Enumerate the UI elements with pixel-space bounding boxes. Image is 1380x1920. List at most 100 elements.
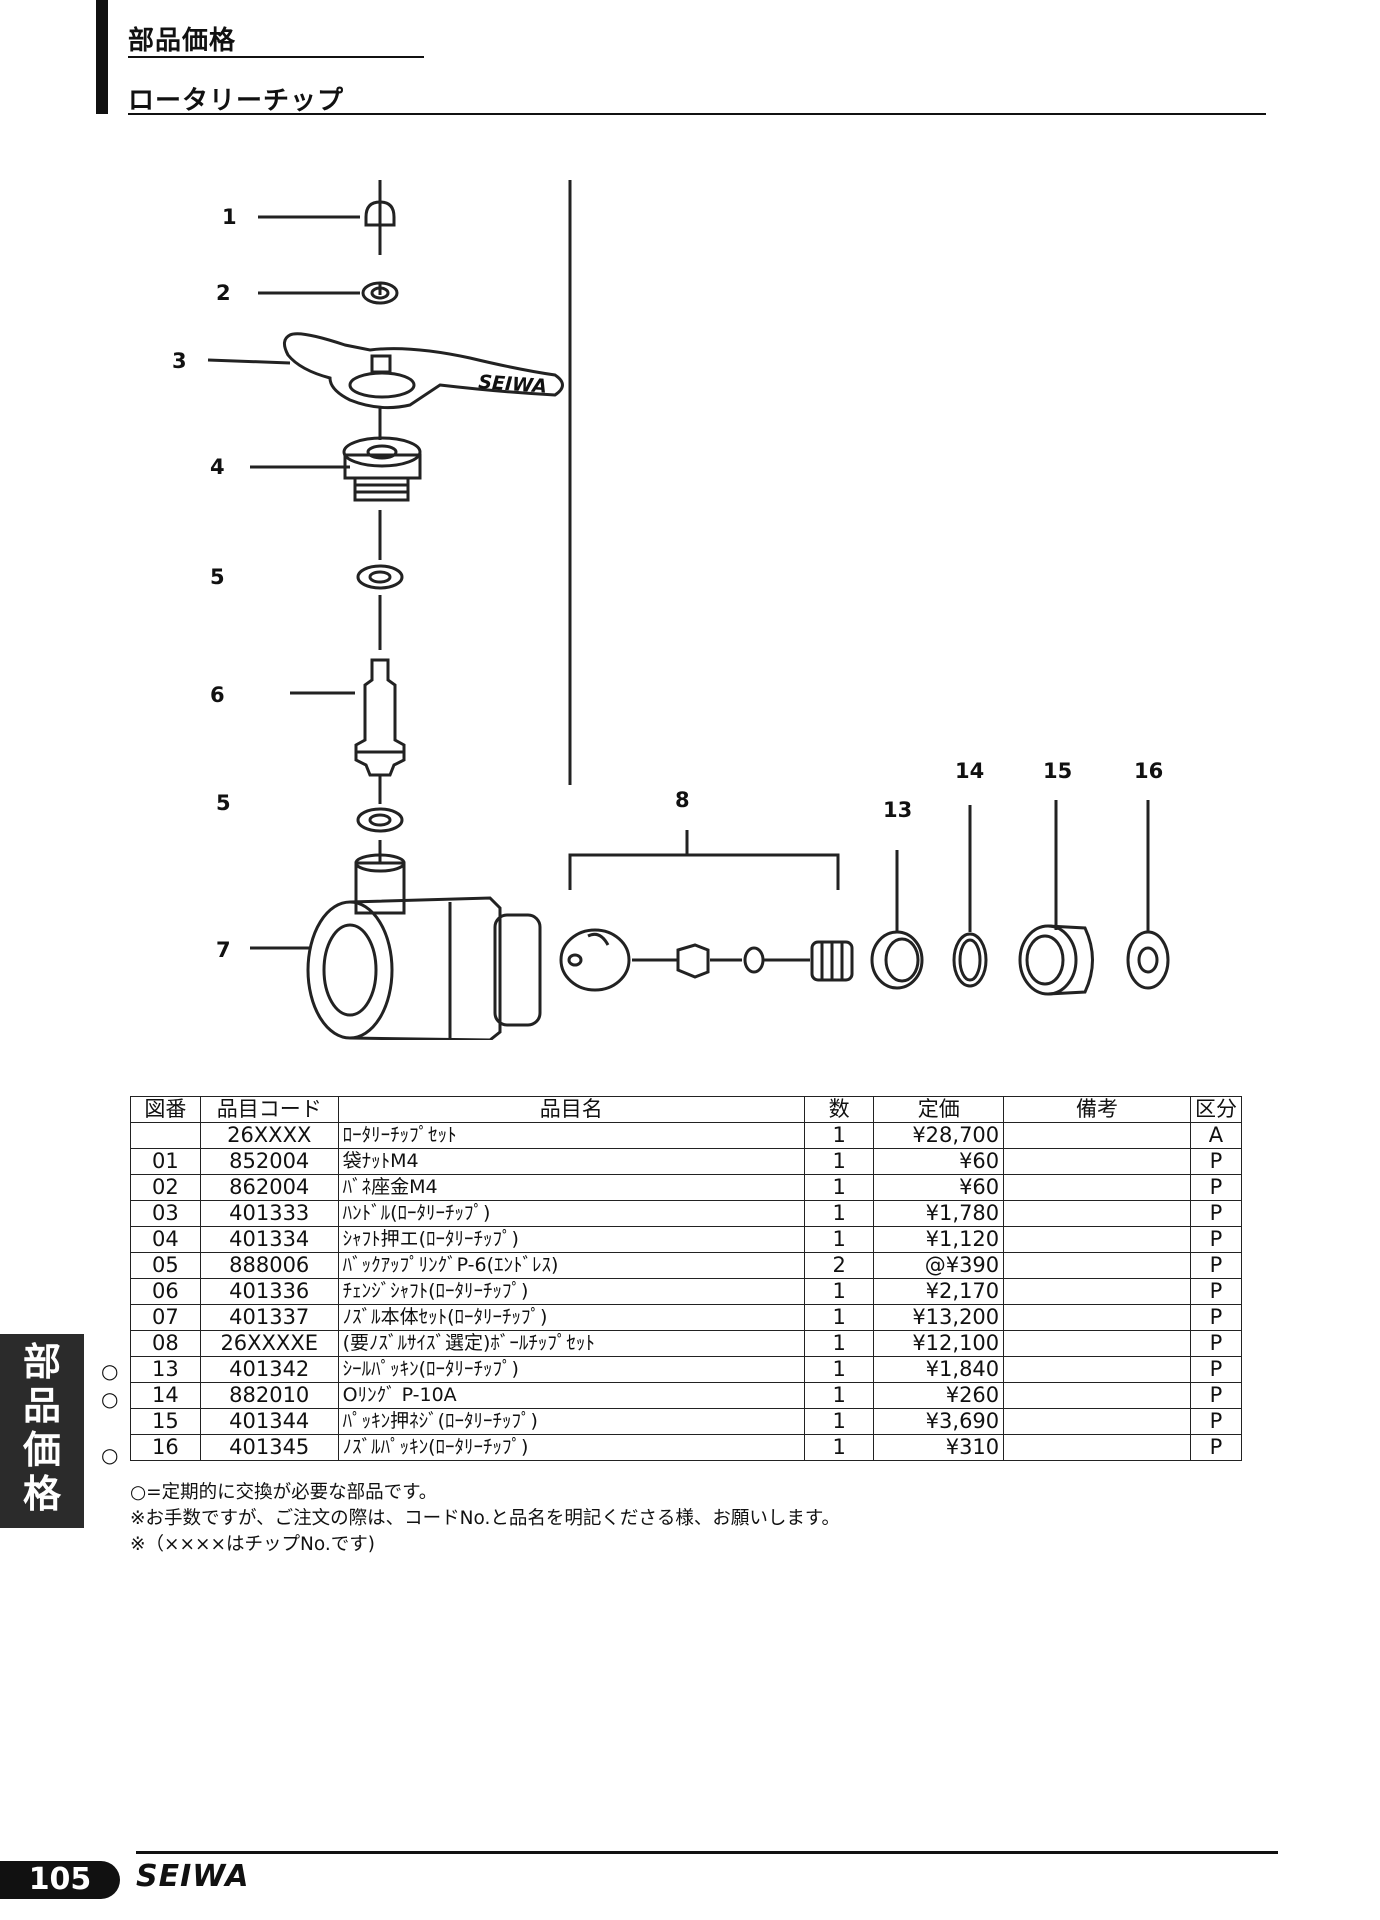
cell-name: ﾊﾞｯｸｱｯﾌﾟﾘﾝｸﾞP-6(ｴﾝﾄﾞﾚｽ) (337, 1252, 805, 1279)
cell-name: ﾉｽﾞﾙ本体ｾｯﾄ(ﾛｰﾀﾘｰﾁｯﾌﾟ) (337, 1304, 805, 1331)
cell-code: 852004 (199, 1148, 339, 1175)
note-replacement: ○=定期的に交換が必要な部品です。 (130, 1482, 438, 1503)
nozzle-body-icon (306, 853, 542, 1040)
cell-name: ｼｰﾙﾊﾟｯｷﾝ(ﾛｰﾀﾘｰﾁｯﾌﾟ) (337, 1356, 805, 1383)
cell-no: 07 (130, 1304, 201, 1331)
cell-name: ﾊﾞﾈ座金M4 (337, 1174, 805, 1201)
cell-name: ﾊﾟｯｷﾝ押ﾈｼﾞ(ﾛｰﾀﾘｰﾁｯﾌﾟ) (337, 1408, 805, 1435)
cell-qty: 1 (803, 1408, 875, 1435)
cell-no: 01 (130, 1148, 201, 1175)
cell-no: 08 (130, 1330, 201, 1357)
cell-qty: 1 (803, 1304, 875, 1331)
cell-qty: 1 (803, 1174, 875, 1201)
handle-logo: SEIWA (478, 371, 548, 398)
cell-price: ¥60 (873, 1148, 1005, 1175)
cell-cls: P (1189, 1148, 1243, 1175)
cell-qty: 2 (803, 1252, 875, 1279)
cell-price: ¥310 (873, 1434, 1005, 1461)
cell-name: ﾊﾝﾄﾞﾙ(ﾛｰﾀﾘｰﾁｯﾌﾟ) (337, 1200, 805, 1227)
cell-name: ﾛｰﾀﾘｰﾁｯﾌﾟｾｯﾄ (337, 1122, 805, 1149)
cell-qty: 1 (803, 1382, 875, 1409)
col-header-figure-no: 図番 (130, 1096, 201, 1123)
section-title: 部品価格 (128, 26, 237, 56)
cell-cls: P (1189, 1408, 1243, 1435)
cell-cls: P (1189, 1252, 1243, 1279)
cell-code: 26XXXXE (199, 1330, 339, 1357)
cell-price: ¥12,100 (873, 1330, 1005, 1357)
cell-note (1003, 1382, 1191, 1409)
cell-note (1003, 1356, 1191, 1383)
cell-name: 袋ﾅｯﾄM4 (337, 1148, 805, 1175)
page-title: ロータリーチップ (128, 86, 345, 116)
cell-code: 401344 (199, 1408, 339, 1435)
side-tab-char: 格 (22, 1472, 61, 1516)
cell-price: ¥1,780 (873, 1200, 1005, 1227)
side-tab-char: 品 (22, 1384, 61, 1428)
cell-price: ¥3,690 (873, 1408, 1005, 1435)
cell-qty: 1 (803, 1122, 875, 1149)
cell-code: 882010 (199, 1382, 339, 1409)
side-tab: 部 品 価 格 (0, 1334, 84, 1528)
callout-13: 13 (883, 798, 912, 822)
callout-8: 8 (675, 788, 690, 812)
cell-name: (要ﾉｽﾞﾙｻｲｽﾞ選定)ﾎﾞｰﾙﾁｯﾌﾟｾｯﾄ (337, 1330, 805, 1357)
cell-no: 15 (130, 1408, 201, 1435)
cell-no: 16 (130, 1434, 201, 1461)
cell-note (1003, 1174, 1191, 1201)
cell-note (1003, 1226, 1191, 1253)
cell-name: ｼｬﾌﾄ押エ(ﾛｰﾀﾘｰﾁｯﾌﾟ) (337, 1226, 805, 1253)
cell-price: @¥390 (873, 1252, 1005, 1279)
header-bar (96, 0, 108, 114)
col-header-price: 定価 (873, 1096, 1005, 1123)
cell-qty: 1 (803, 1356, 875, 1383)
cell-code: 862004 (199, 1174, 339, 1201)
cell-no: 05 (130, 1252, 201, 1279)
cell-no: 06 (130, 1278, 201, 1305)
cell-name: ﾁｪﾝｼﾞｼｬﾌﾄ(ﾛｰﾀﾘｰﾁｯﾌﾟ) (337, 1278, 805, 1305)
col-header-class: 区分 (1189, 1096, 1243, 1123)
replacement-marker: ○ (101, 1387, 119, 1411)
cap-nut-icon (364, 200, 396, 227)
replacement-marker: ○ (101, 1359, 119, 1383)
cell-price: ¥1,120 (873, 1226, 1005, 1253)
cell-price: ¥1,840 (873, 1356, 1005, 1383)
cell-code: 401342 (199, 1356, 339, 1383)
cell-name: Oﾘﾝｸﾞ P-10A (337, 1382, 805, 1409)
cell-code: 401345 (199, 1434, 339, 1461)
cell-note (1003, 1278, 1191, 1305)
cell-qty: 1 (803, 1330, 875, 1357)
side-tab-char: 価 (22, 1428, 61, 1472)
cell-code: 401333 (199, 1200, 339, 1227)
cell-note (1003, 1434, 1191, 1461)
col-header-note: 備考 (1003, 1096, 1191, 1123)
cell-no: 03 (130, 1200, 201, 1227)
callout-4: 4 (210, 455, 225, 479)
col-header-qty: 数 (803, 1096, 875, 1123)
col-header-name: 品目名 (337, 1096, 805, 1123)
callout-5b: 5 (216, 791, 231, 815)
cell-qty: 1 (803, 1148, 875, 1175)
replacement-marker: ○ (101, 1443, 119, 1467)
cell-qty: 1 (803, 1200, 875, 1227)
cell-cls: P (1189, 1382, 1243, 1409)
page-number: 105 (0, 1861, 120, 1899)
cell-note (1003, 1122, 1191, 1149)
cell-note (1003, 1252, 1191, 1279)
callout-15: 15 (1043, 759, 1072, 783)
handle-icon (283, 332, 564, 410)
cell-code: 26XXXX (199, 1122, 339, 1149)
cell-code: 401334 (199, 1226, 339, 1253)
callout-2: 2 (216, 281, 231, 305)
cell-note (1003, 1200, 1191, 1227)
callout-5a: 5 (210, 565, 225, 589)
cell-name: ﾉｽﾞﾙﾊﾟｯｷﾝ(ﾛｰﾀﾘｰﾁｯﾌﾟ) (337, 1434, 805, 1461)
